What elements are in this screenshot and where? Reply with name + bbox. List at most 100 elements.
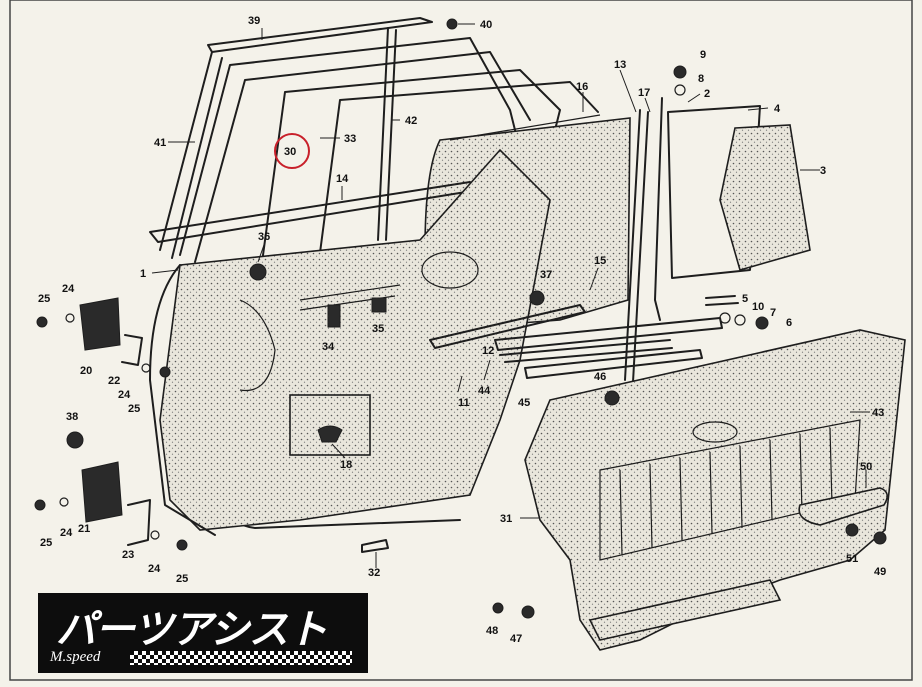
- callout-51: 51: [846, 553, 858, 565]
- part-25-bolt-c: [176, 539, 188, 551]
- callout-13: 13: [614, 59, 626, 71]
- callout-25-a: 25: [38, 293, 50, 305]
- callout-1: 1: [140, 268, 146, 280]
- part-12-rail: [429, 304, 586, 349]
- part-35-clip: [371, 297, 387, 313]
- part-44-rail: [494, 317, 723, 351]
- part-24-washer-c: [150, 530, 160, 540]
- part-1-door-edge: [149, 264, 216, 536]
- callout-45: 45: [518, 397, 530, 409]
- callout-35: 35: [372, 323, 384, 335]
- part-24-washer-b: [59, 497, 69, 507]
- callout-41: 41: [154, 137, 166, 149]
- callout-34: 34: [322, 341, 335, 353]
- part-23-bracket: [127, 499, 151, 546]
- callout-49: 50: [860, 461, 872, 473]
- callout-16: 16: [576, 81, 588, 93]
- callout-22: 22: [108, 375, 120, 387]
- part-43-pleats: [619, 427, 833, 556]
- part-49-armrest: [798, 487, 888, 526]
- callout-21: 21: [78, 523, 90, 535]
- part-24-washer-d: [141, 363, 151, 373]
- callout-42: 42: [405, 115, 417, 127]
- callout-labels: 39 40 41 42 33 30 14 13 16 17 9 8 2 4 3 …: [38, 15, 886, 645]
- part-41-channel: [159, 51, 223, 259]
- leader-lines: [151, 23, 870, 568]
- part-1-pocket: [421, 251, 479, 289]
- brand-logo: パーツアシスト M.speed: [38, 593, 368, 673]
- callout-23: 23: [122, 549, 134, 561]
- callout-20: 20: [80, 365, 92, 377]
- part-9-screw: [673, 65, 687, 79]
- part-16-top-edge: [449, 114, 601, 141]
- part-38-plug: [66, 431, 84, 449]
- callout-14: 14: [336, 173, 349, 185]
- part-31-lower-trim: [588, 579, 782, 641]
- part-25-bolt-d: [159, 366, 171, 378]
- part-24-washer-a: [65, 313, 75, 323]
- part-39-strip: [207, 17, 433, 53]
- part-7-washer: [734, 314, 746, 326]
- part-37-stopper: [529, 290, 545, 306]
- callout-25-b: 25: [128, 403, 140, 415]
- part-32-clip: [361, 539, 389, 553]
- callout-5: 5: [742, 293, 748, 305]
- callout-25-c: 25: [40, 537, 52, 549]
- callout-50: 49: [874, 566, 886, 578]
- logo-sub-text: M.speed: [50, 649, 101, 665]
- part-34-clip: [327, 304, 341, 328]
- callout-31: 31: [500, 513, 512, 525]
- callout-25-d: 25: [176, 573, 188, 585]
- callout-8: 8: [698, 73, 704, 85]
- part-47-clip: [521, 605, 535, 619]
- callout-38: 38: [66, 411, 78, 423]
- callout-18: 18: [340, 459, 352, 471]
- part-3-vent-glass: [719, 124, 811, 271]
- callout-7: 7: [770, 307, 776, 319]
- callout-3: 3: [820, 165, 826, 177]
- callout-24-c: 24: [60, 527, 73, 539]
- part-51-screw: [845, 523, 859, 537]
- part-6-screw: [755, 316, 769, 330]
- part-50-screw: [873, 531, 887, 545]
- part-22-bracket: [121, 334, 143, 366]
- callout-47: 47: [510, 633, 522, 645]
- callout-43: 43: [872, 407, 884, 419]
- part-42-channel: [377, 27, 397, 241]
- callout-24-a: 24: [62, 283, 75, 295]
- part-25-bolt-b: [34, 499, 46, 511]
- part-17-channel: [654, 97, 663, 321]
- callout-11: 11: [458, 397, 470, 409]
- part-21-hinge: [81, 461, 123, 523]
- part-weatherstrip-b: [194, 51, 531, 263]
- callout-24-d: 24: [148, 563, 161, 575]
- logo-checker-stripe: [130, 651, 352, 665]
- part-36-clip: [249, 263, 267, 281]
- callout-37: 37: [540, 269, 552, 281]
- part-1-door-shell: [159, 148, 551, 531]
- part-40-clip: [446, 18, 458, 30]
- callout-40: 40: [480, 19, 492, 31]
- part-1-access-hole: [239, 299, 276, 392]
- callout-48: 48: [486, 625, 498, 637]
- callout-24-b: 24: [118, 389, 131, 401]
- callout-2: 2: [704, 88, 710, 100]
- part-25-bolt-a: [36, 316, 48, 328]
- callout-30: 30: [284, 146, 296, 158]
- callout-39: 39: [248, 15, 260, 27]
- callout-15: 15: [594, 255, 606, 267]
- callout-36: 36: [258, 231, 270, 243]
- part-20-hinge: [79, 297, 121, 351]
- logo-brand-text: パーツアシスト: [56, 607, 328, 653]
- callout-4: 4: [774, 103, 781, 115]
- part-rail-inner: [499, 339, 673, 363]
- callout-12: 12: [482, 345, 494, 357]
- frame-border: [9, 0, 913, 681]
- part-48-screw: [492, 602, 504, 614]
- callout-10: 10: [752, 301, 764, 313]
- part-45-rail: [524, 349, 703, 379]
- part-43-handle-cup: [692, 421, 738, 443]
- part-46-knob: [604, 390, 620, 406]
